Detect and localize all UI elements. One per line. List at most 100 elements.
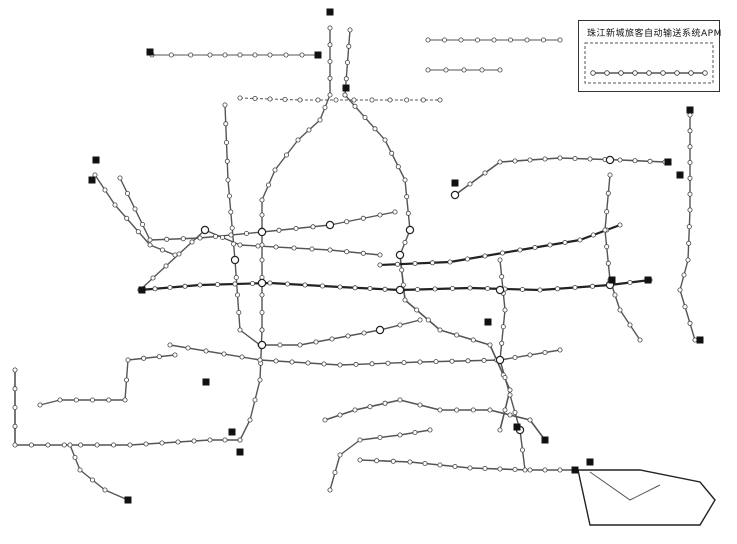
station-circle-icon: [488, 343, 492, 347]
station-circle-icon: [283, 97, 287, 101]
station-circle-icon: [125, 216, 129, 220]
station-circle-icon: [303, 283, 307, 287]
line-inset-inner: [590, 472, 660, 500]
station-circle-icon: [482, 358, 486, 362]
station-circle-icon: [686, 258, 690, 262]
station-circle-icon: [113, 203, 117, 207]
station-circle-icon: [151, 276, 155, 280]
terminus-square-icon: [147, 49, 154, 56]
station-circle-icon: [181, 237, 185, 241]
station-circle-icon: [558, 156, 562, 160]
station-circle-icon: [403, 178, 407, 182]
station-circle-icon: [453, 464, 457, 468]
station-circle-icon: [444, 68, 448, 72]
terminus-square-icon: [315, 52, 322, 59]
station-circle-icon: [605, 210, 609, 214]
station-circle-icon: [333, 470, 337, 474]
station-circle-icon: [455, 408, 459, 412]
station-circle-icon: [235, 293, 239, 297]
station-circle-icon: [354, 362, 358, 366]
station-circle-icon: [260, 293, 264, 297]
station-circle-icon: [480, 68, 484, 72]
station-circle-icon: [68, 443, 72, 447]
station-circle-icon: [353, 408, 357, 412]
line-7: [325, 400, 545, 440]
station-circle-icon: [591, 71, 596, 76]
station-circle-icon: [688, 321, 692, 325]
station-circle-icon: [442, 38, 446, 42]
station-circle-icon: [260, 328, 264, 332]
station-circle-icon: [316, 98, 320, 102]
station-circle-icon: [619, 71, 624, 76]
station-circle-icon: [168, 285, 172, 289]
terminus-square-icon: [237, 449, 244, 456]
station-circle-icon: [606, 191, 610, 195]
station-circle-icon: [344, 77, 348, 81]
station-circle-icon: [618, 308, 622, 312]
interchange-icon: [451, 191, 458, 198]
station-circle-icon: [608, 173, 612, 177]
terminus-square-icon: [587, 459, 594, 466]
station-circle-icon: [208, 438, 212, 442]
apm-legend-box: 珠江新城旅客自动输送系统APM: [578, 20, 720, 92]
station-circle-icon: [125, 191, 129, 195]
station-circle-icon: [338, 285, 342, 289]
station-circle-icon: [555, 287, 559, 291]
station-circle-icon: [541, 38, 545, 42]
station-circle-icon: [398, 433, 402, 437]
terminus-square-icon: [485, 319, 492, 326]
station-circle-icon: [277, 228, 281, 232]
station-circle-icon: [237, 310, 241, 314]
station-circle-icon: [689, 71, 694, 76]
station-circle-icon: [391, 459, 395, 463]
station-circle-icon: [543, 468, 547, 472]
line-6: [225, 105, 420, 345]
station-circle-icon: [688, 192, 692, 196]
station-circle-icon: [160, 441, 164, 445]
station-circle-icon: [418, 360, 422, 364]
station-circle-icon: [405, 195, 409, 199]
station-circle-icon: [198, 283, 202, 287]
station-circle-icon: [62, 443, 66, 447]
terminus-square-icon: [645, 277, 652, 284]
station-circle-icon: [173, 353, 177, 357]
station-circle-icon: [224, 122, 228, 126]
station-circle-icon: [153, 287, 157, 291]
station-circle-icon: [688, 145, 692, 149]
station-circle-icon: [528, 418, 532, 422]
station-circle-icon: [647, 71, 652, 76]
station-circle-icon: [328, 93, 332, 97]
station-circle-icon: [418, 318, 422, 322]
line-guangfo-b: [40, 355, 175, 405]
station-circle-icon: [438, 328, 442, 332]
interchange-icon: [396, 286, 403, 293]
line-21: [455, 158, 665, 195]
station-circle-icon: [383, 401, 387, 405]
terminus-square-icon: [89, 177, 96, 184]
station-circle-icon: [548, 243, 552, 247]
station-circle-icon: [683, 305, 687, 309]
station-circle-icon: [390, 151, 394, 155]
station-circle-icon: [260, 198, 264, 202]
station-circle-icon: [483, 171, 487, 175]
station-circle-icon: [258, 378, 262, 382]
station-circle-icon: [438, 98, 442, 102]
interchange-icon: [496, 356, 503, 363]
interchange-icon: [258, 279, 265, 286]
interchange-icon: [376, 326, 383, 333]
station-circle-icon: [238, 243, 242, 247]
station-circle-icon: [346, 334, 350, 338]
station-circle-icon: [688, 160, 692, 164]
station-circle-icon: [430, 261, 434, 265]
station-circle-icon: [498, 160, 502, 164]
station-circle-icon: [190, 240, 194, 244]
terminus-square-icon: [697, 337, 704, 344]
terminus-square-icon: [229, 429, 236, 436]
station-circle-icon: [294, 226, 298, 230]
station-circle-icon: [573, 156, 577, 160]
interchange-icon: [326, 221, 333, 228]
station-circle-icon: [274, 245, 278, 249]
station-circle-icon: [13, 405, 17, 409]
terminus-square-icon: [93, 157, 100, 164]
station-circle-icon: [558, 348, 562, 352]
